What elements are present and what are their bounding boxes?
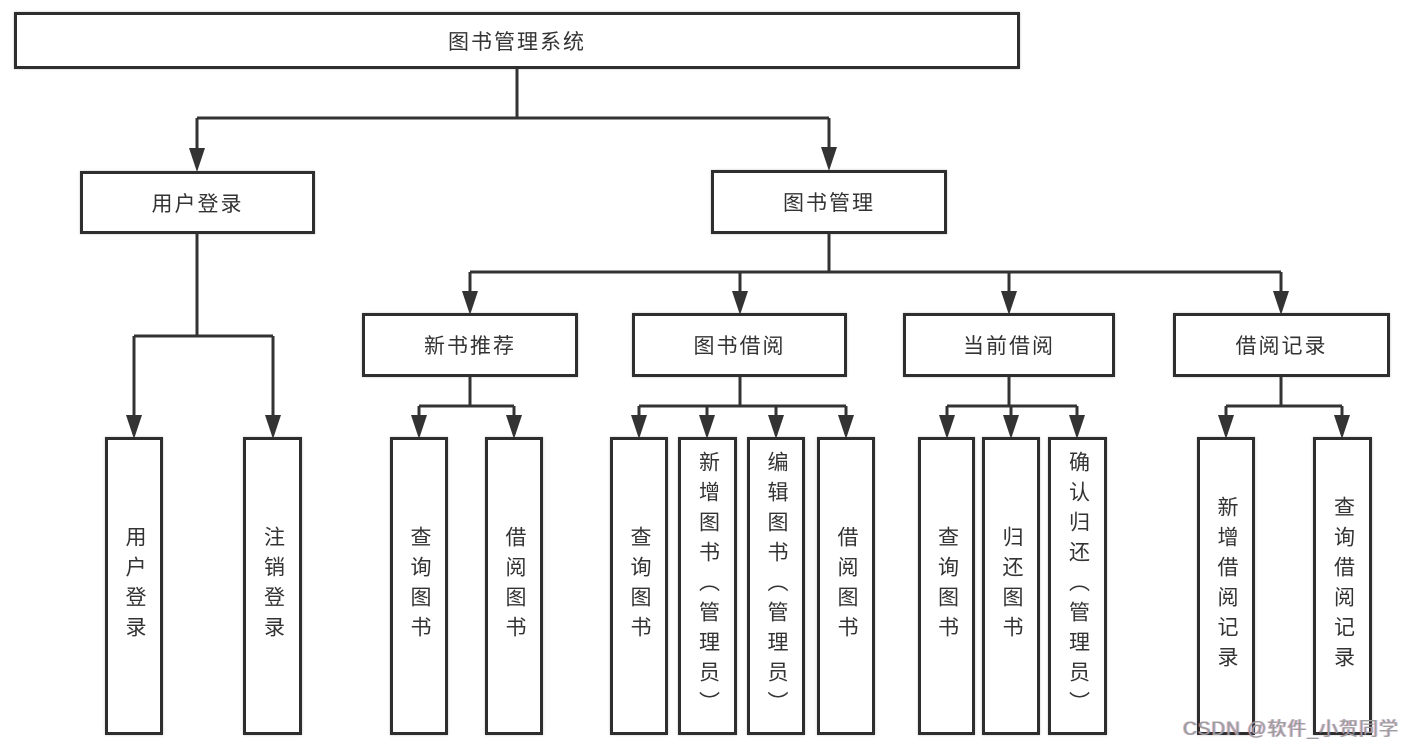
node-label: 图书管理系统 xyxy=(448,30,586,54)
arrow-down-icon xyxy=(768,415,784,439)
node-label: 借阅图书 xyxy=(503,526,527,646)
node-label: 当前借阅 xyxy=(963,335,1055,358)
node-book-borrowing: 图书借阅 xyxy=(632,313,847,377)
node-leaf-query-books-3: 查询图书 xyxy=(918,437,975,735)
node-label: 图书借阅 xyxy=(693,335,786,358)
node-label: 查询图书 xyxy=(628,526,652,646)
arrow-down-icon xyxy=(631,415,647,439)
node-leaf-confirm-return-admin: 确认归还（管理员） xyxy=(1048,437,1107,735)
node-label: 查询借阅记录 xyxy=(1331,496,1355,676)
node-leaf-borrow-books-1: 借阅图书 xyxy=(485,437,543,735)
arrow-down-icon xyxy=(1273,291,1289,315)
node-leaf-query-borrow-record: 查询借阅记录 xyxy=(1313,437,1372,735)
node-label: 归还图书 xyxy=(1000,526,1024,646)
arrow-down-icon xyxy=(699,415,715,439)
arrow-down-icon xyxy=(821,147,837,171)
node-leaf-user-login: 用户登录 xyxy=(105,437,163,735)
node-leaf-add-books-admin: 新增图书（管理员） xyxy=(678,437,737,735)
node-label: 注销登录 xyxy=(261,526,285,646)
node-leaf-edit-books-admin: 编辑图书（管理员） xyxy=(747,437,805,735)
node-book-management: 图书管理 xyxy=(711,170,947,234)
arrow-down-icon xyxy=(732,291,748,315)
arrow-down-icon xyxy=(1003,415,1019,439)
node-leaf-borrow-books-2: 借阅图书 xyxy=(817,437,875,735)
arrow-down-icon xyxy=(506,415,522,439)
arrow-down-icon xyxy=(411,415,427,439)
arrow-down-icon xyxy=(939,415,955,439)
arrow-down-icon xyxy=(1069,415,1085,439)
node-leaf-query-books-1: 查询图书 xyxy=(390,437,448,735)
arrow-down-icon xyxy=(838,415,854,439)
node-current-borrowing: 当前借阅 xyxy=(903,313,1115,377)
node-leaf-return-books: 归还图书 xyxy=(982,437,1040,735)
arrow-down-icon xyxy=(1334,415,1350,439)
node-leaf-add-borrow-record: 新增借阅记录 xyxy=(1197,437,1255,735)
node-label: 图书管理 xyxy=(783,192,875,215)
node-label: 确认归还（管理员） xyxy=(1066,451,1090,721)
node-borrowing-records: 借阅记录 xyxy=(1173,313,1390,377)
node-leaf-query-books-2: 查询图书 xyxy=(610,437,668,735)
arrow-down-icon xyxy=(189,148,205,172)
node-label: 查询图书 xyxy=(408,526,432,646)
node-label: 新书推荐 xyxy=(424,335,516,358)
node-library-management-system: 图书管理系统 xyxy=(14,12,1020,69)
node-label: 新增借阅记录 xyxy=(1215,496,1239,676)
node-label: 查询图书 xyxy=(935,526,959,646)
node-label: 新增图书（管理员） xyxy=(696,451,720,721)
node-label: 用户登录 xyxy=(151,192,244,216)
node-label: 用户登录 xyxy=(123,526,147,646)
node-new-book-recommendation: 新书推荐 xyxy=(362,313,578,377)
node-label: 借阅图书 xyxy=(835,526,859,646)
arrow-down-icon xyxy=(1218,415,1234,439)
node-leaf-logout: 注销登录 xyxy=(243,437,302,735)
arrow-down-icon xyxy=(126,415,142,439)
arrow-down-icon xyxy=(265,415,281,439)
node-user-login: 用户登录 xyxy=(80,171,315,234)
arrowhead-icons xyxy=(126,147,1350,439)
csdn-watermark: CSDN @软件_小贺同学 xyxy=(1183,719,1399,740)
connector-lines xyxy=(132,69,1344,428)
node-label: 编辑图书（管理员） xyxy=(765,451,789,721)
arrow-down-icon xyxy=(462,291,478,315)
node-label: 借阅记录 xyxy=(1235,335,1328,358)
arrow-down-icon xyxy=(1001,291,1017,315)
